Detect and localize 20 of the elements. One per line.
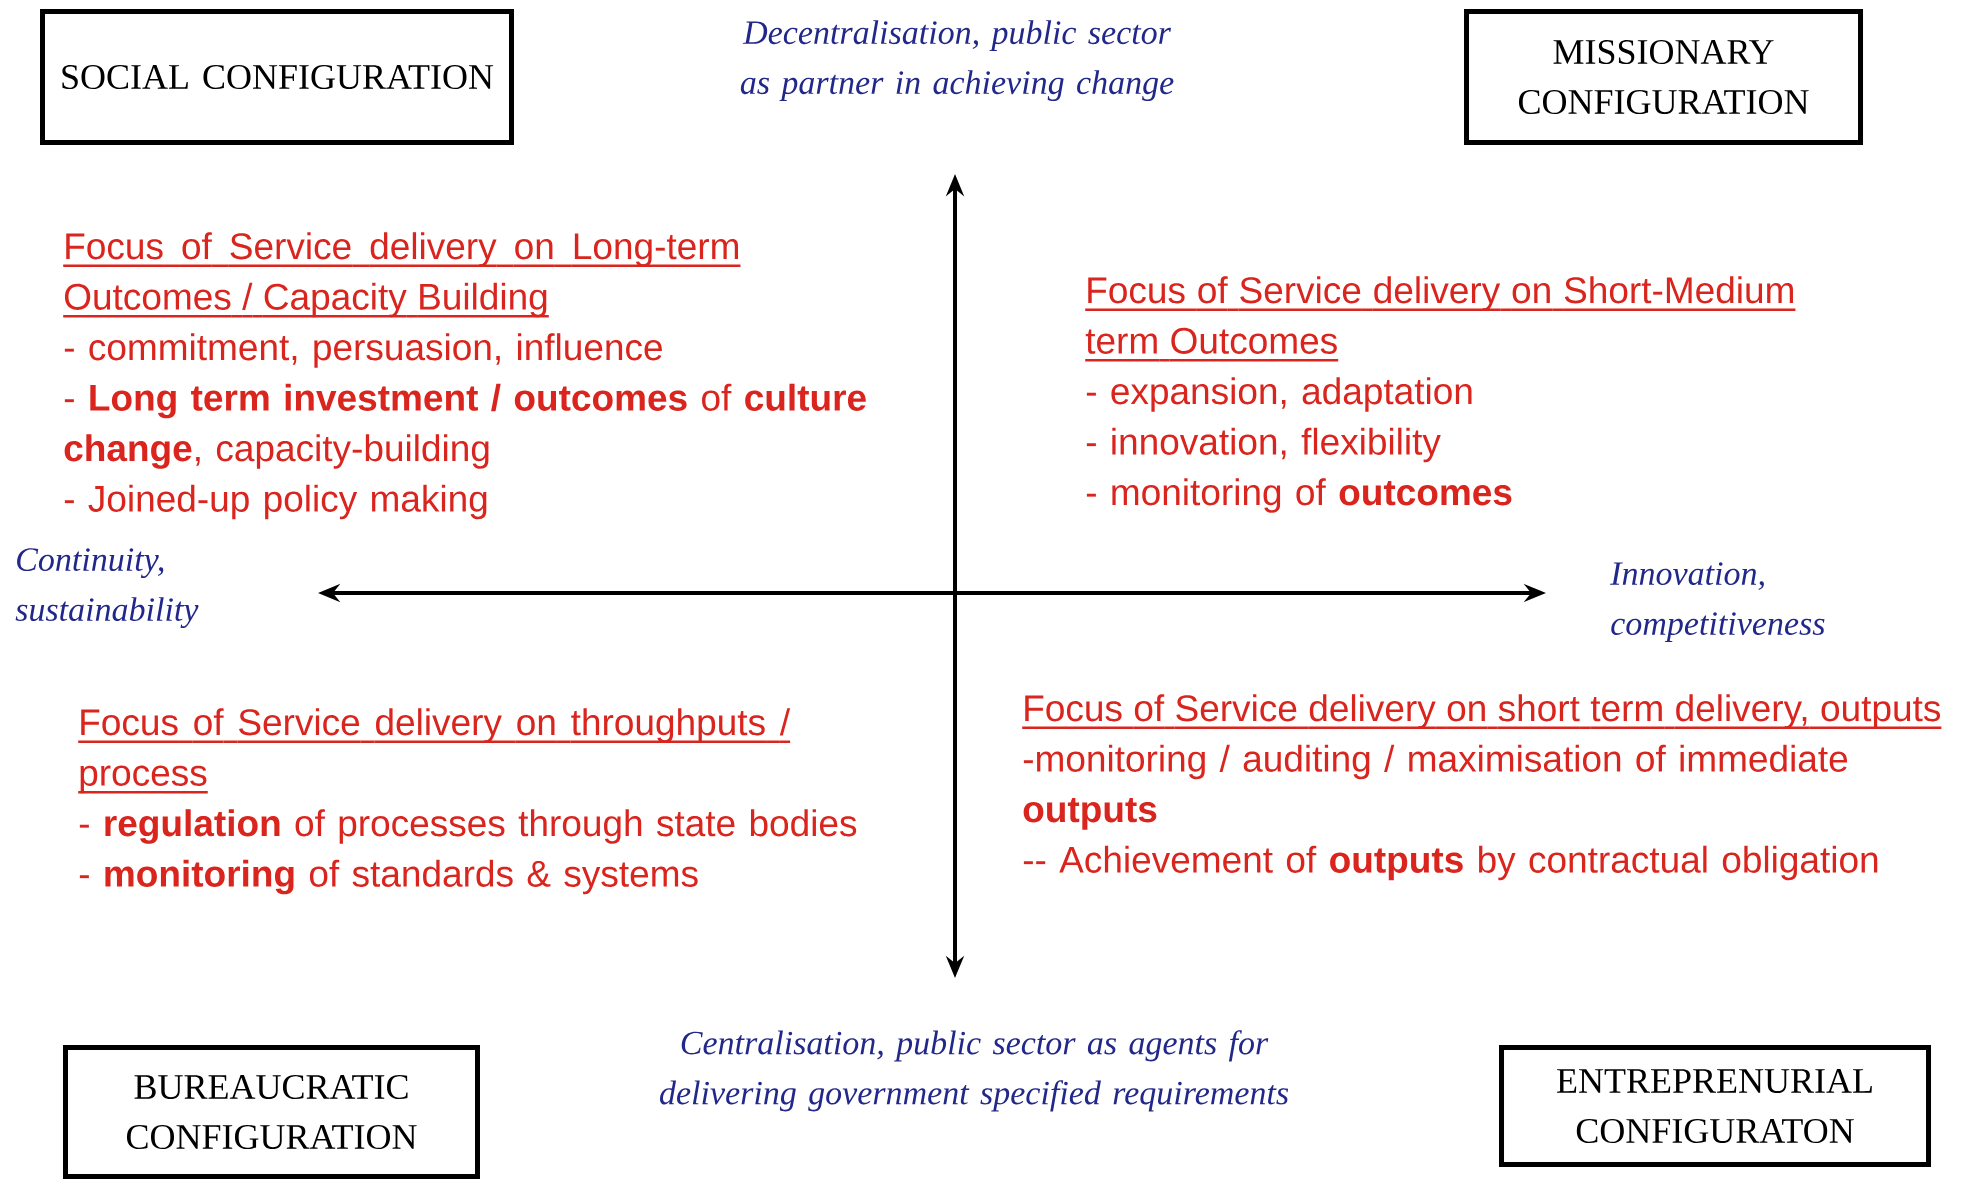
axis-label: Innovation, competitiveness — [1610, 562, 1825, 642]
axis-label: Continuity, sustainability — [15, 548, 199, 629]
axis-label: Decentralisation, public sector as partner in achieving change — [740, 20, 1174, 102]
bullet-text: - regulation of processes through state bodies — [79, 809, 857, 844]
quadrant-heading: Focus of Service delivery on Long-term Outcomes / Capacity Building — [63, 232, 741, 318]
bullet-text: - Joined-up policy making — [64, 484, 487, 520]
bullet-text: - commitment, persuasion, influence — [64, 333, 662, 368]
bullet-text: -- Achievement of outputs by contractual obligation — [1023, 845, 1878, 881]
bullet-text: - innovation, flexibility — [1086, 427, 1441, 463]
bullet-text: - monitoring of standards & systems — [79, 859, 698, 895]
quadrant-heading: Focus of Service delivery on short term delivery, outputs — [1022, 694, 1942, 729]
bullet-text: - expansion, adaptation — [1086, 377, 1472, 412]
configuration-box: ENTREPRENURIAL CONFIGURATON — [1499, 1045, 1931, 1167]
bullet-text: - Long term investment / outcomes of culture change, capacity-building — [64, 383, 866, 469]
configuration-box: MISSIONARY CONFIGURATION — [1464, 9, 1863, 145]
bullet-text: - monitoring of outcomes — [1086, 478, 1512, 513]
axis-label: Centralisation, public sector as agents for delivering government specified requirements — [660, 1030, 1289, 1112]
configuration-box: BUREAUCRATIC CONFIGURATION — [63, 1045, 480, 1179]
quadrant-heading: Focus of Service delivery on Short-Medium term Outcomes — [1085, 276, 1796, 362]
configuration-box: SOCIAL CONFIGURATION — [40, 9, 514, 145]
